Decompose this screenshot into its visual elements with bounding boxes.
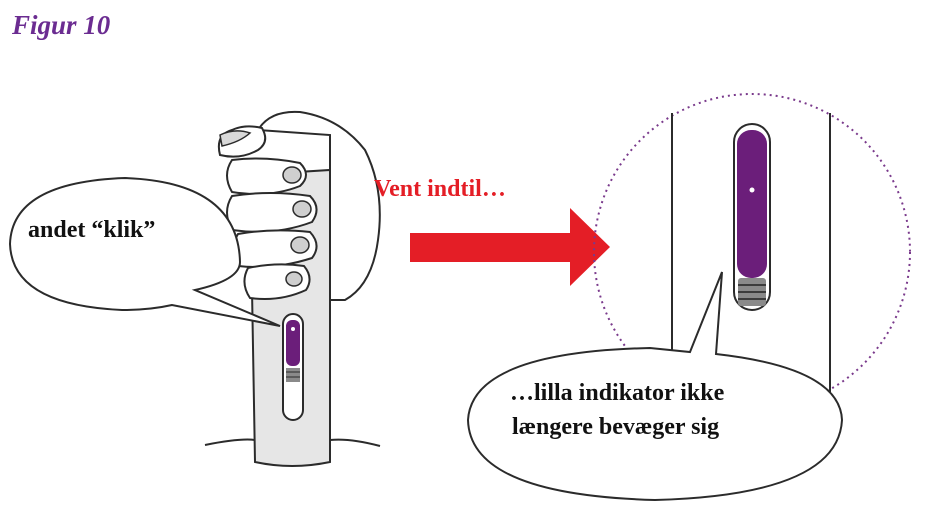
fingernail-3 — [290, 236, 310, 254]
pen-indicator — [286, 320, 300, 366]
fingernail-2 — [292, 200, 312, 218]
figure-title: Figur 10 — [12, 10, 111, 40]
fingernail-4 — [285, 271, 303, 287]
zoom-indicator — [737, 130, 767, 278]
speech-bubble-left — [8, 176, 281, 327]
finger-1 — [226, 157, 307, 195]
speech-bubble-right — [466, 271, 844, 502]
right-arrow-icon — [410, 208, 610, 286]
fingernail-1 — [282, 166, 302, 184]
speech-bubble-left-text: andet “klik” — [28, 217, 156, 243]
zoom-circle — [593, 93, 911, 411]
speech-bubble-right-line-1: …lilla indikator ikke — [510, 380, 725, 406]
pen-indicator-ribs — [286, 368, 300, 382]
speech-bubble-right-line-2: længere bevæger sig — [512, 414, 720, 440]
thumb-nail — [219, 130, 252, 147]
surface-line — [204, 438, 381, 447]
zoom-indicator-dot — [749, 187, 755, 193]
hand-back — [256, 110, 381, 301]
arrow-label: Vent indtil… — [374, 176, 506, 202]
pen-indicator-dot — [291, 327, 295, 331]
